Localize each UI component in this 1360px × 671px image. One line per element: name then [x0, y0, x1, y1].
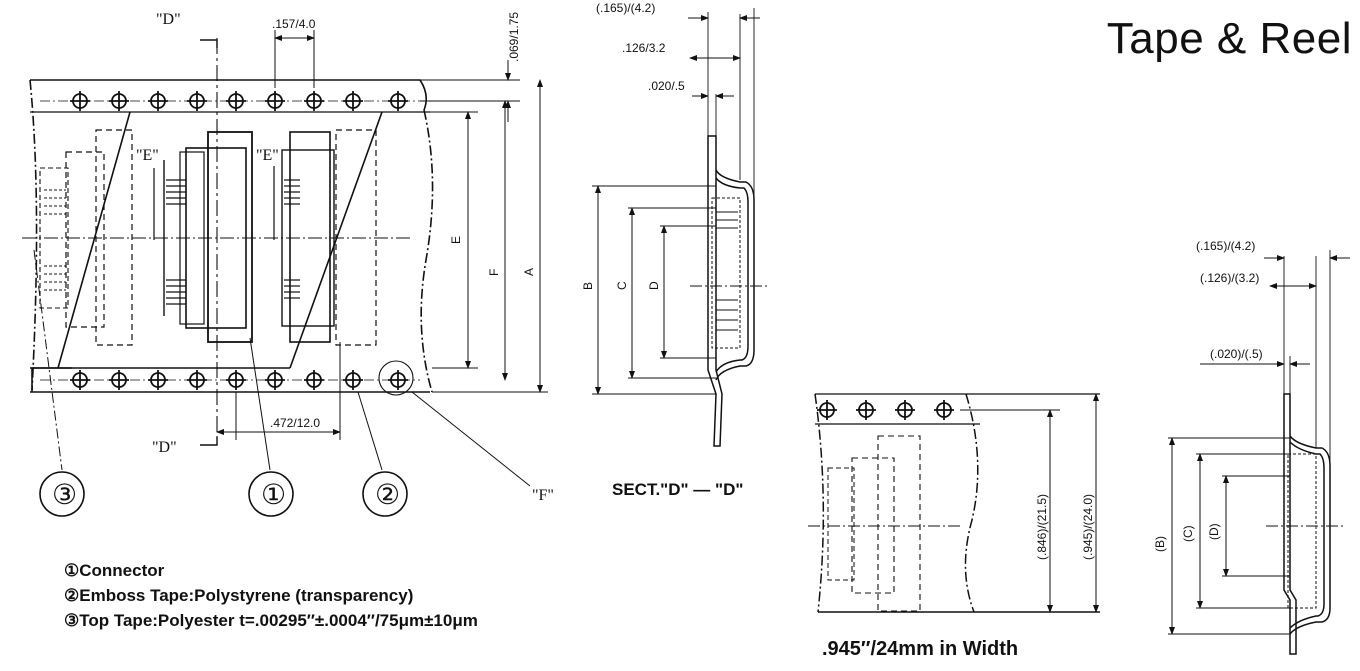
wide-tape-labels: (.846)/(21.5) (.945)/(24.0) [1035, 494, 1095, 560]
callout-3: ③ [52, 479, 77, 510]
sect-dim-020: .020/.5 [648, 79, 685, 93]
right-dim-165: (.165)/(4.2) [1196, 239, 1255, 253]
main-tape-view [22, 30, 548, 517]
callout-1: ① [261, 479, 286, 510]
sect-letter-d: D [647, 281, 661, 290]
letter-e: E [449, 236, 463, 244]
width-caption: .945″/24mm in Width [822, 638, 1019, 660]
letter-a: A [522, 268, 536, 276]
dim-pocket-pitch: .472/12.0 [270, 416, 320, 430]
dim-edge: .069/1.75 [507, 12, 521, 62]
right-letter-c: (C) [1181, 525, 1195, 542]
right-section-labels: (.165)/(4.2) (.126)/(3.2) (.020)/(.5) (B… [1153, 239, 1263, 552]
right-letter-b: (B) [1153, 536, 1167, 552]
legend-item-emboss-tape: ②Emboss Tape:Polystyrene (transparency) [64, 586, 414, 605]
main-tape-labels: .157/4.0 .069/1.75 "D" "D" "E" "E" "F" E… [52, 11, 554, 510]
sect-dim-126: .126/3.2 [622, 41, 666, 55]
right-dim-020: (.020)/(.5) [1210, 347, 1263, 361]
label-e-left: "E" [136, 147, 159, 164]
letter-f: F [487, 269, 501, 276]
sprocket-holes-top [70, 91, 408, 111]
dim-height-945: (.945)/(24.0) [1081, 494, 1095, 560]
callout-2: ② [375, 479, 400, 510]
section-labels: (.165)/(4.2) .126/3.2 .020/.5 B C D [581, 1, 685, 290]
sect-dim-165: (.165)/(4.2) [596, 1, 655, 15]
label-f: "F" [532, 487, 554, 504]
legend: ①Connector ②Emboss Tape:Polystyrene (tra… [64, 558, 478, 633]
legend-item-connector: ①Connector [64, 561, 165, 580]
sect-letter-c: C [615, 281, 629, 290]
wide-tape-view [808, 393, 1100, 613]
section-view [592, 8, 770, 447]
right-letter-d: (D) [1207, 523, 1221, 540]
right-section-view [1168, 250, 1350, 655]
label-d-top: "D" [156, 11, 181, 28]
label-d-bottom: "D" [152, 439, 177, 456]
sect-letter-b: B [581, 282, 595, 290]
label-e-right: "E" [256, 147, 279, 164]
sprocket-holes-bottom [70, 360, 414, 396]
right-dim-126: (.126)/(3.2) [1200, 271, 1259, 285]
section-caption: SECT."D" — "D" [612, 480, 744, 499]
dim-height-846: (.846)/(21.5) [1035, 494, 1049, 560]
legend-item-top-tape: ③Top Tape:Polyester t=.00295″±.0004″/75μ… [64, 611, 478, 630]
dim-pitch-top: .157/4.0 [272, 17, 316, 31]
page-title: Tape & Reel [1106, 14, 1352, 63]
